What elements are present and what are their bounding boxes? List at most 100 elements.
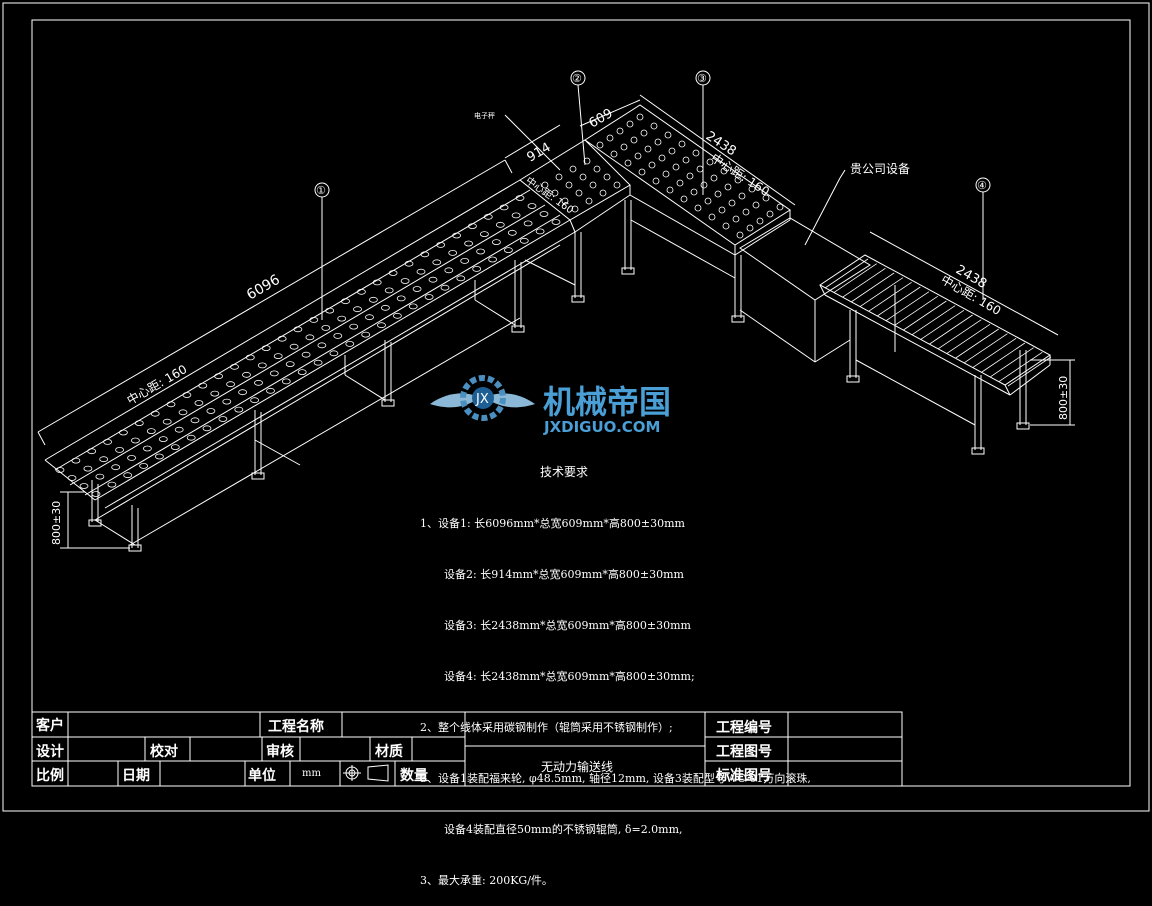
callout-2: ② xyxy=(572,72,582,85)
callout-1: ① xyxy=(316,184,326,197)
ball-mark xyxy=(650,122,658,130)
conveyor-4 xyxy=(819,177,1075,455)
roller-mark xyxy=(842,267,886,298)
tb-drawing-title: 无动力输送线 xyxy=(541,760,614,774)
wheel-mark xyxy=(234,406,244,413)
wheel-mark xyxy=(178,409,188,416)
wheel-mark xyxy=(349,323,359,330)
wheel-mark xyxy=(174,426,184,433)
wheel-mark xyxy=(277,335,287,342)
wheel-mark xyxy=(297,369,307,376)
roller-mark xyxy=(920,309,965,340)
ball-mark xyxy=(776,203,784,211)
ball-mark xyxy=(599,189,607,197)
dim-length-1: 6096 xyxy=(244,272,283,304)
ball-mark xyxy=(756,217,764,225)
ball-mark xyxy=(728,199,736,207)
wheel-mark xyxy=(123,472,133,479)
ball-mark xyxy=(658,154,666,162)
wheel-mark xyxy=(154,453,164,460)
wheel-mark xyxy=(396,295,406,302)
ball-mark xyxy=(738,192,746,200)
wheel-mark xyxy=(257,362,267,369)
ball-mark xyxy=(732,215,740,223)
ball-mark xyxy=(634,152,642,160)
title-block xyxy=(31,711,903,787)
wheel-mark xyxy=(170,444,180,451)
wheel-mark xyxy=(488,256,498,263)
callout-4: ④ xyxy=(977,179,987,192)
ball-mark xyxy=(541,181,549,189)
wing-left-icon xyxy=(430,393,480,408)
height-dim-right: 800±30 xyxy=(1057,376,1070,420)
wheel-mark xyxy=(503,247,513,254)
tb-design-label: 设计 xyxy=(36,744,64,760)
wheel-mark xyxy=(99,456,109,463)
ball-mark xyxy=(700,181,708,189)
wheel-mark xyxy=(226,381,236,388)
tb-quantity-label: 数量 xyxy=(400,768,428,784)
center-distance-1: 中心距: 160 xyxy=(124,361,189,407)
ball-mark xyxy=(676,179,684,187)
wheel-mark xyxy=(345,340,355,347)
wheel-mark xyxy=(515,195,525,201)
wheel-mark xyxy=(476,248,486,255)
wheel-mark xyxy=(448,249,458,256)
wheel-mark xyxy=(337,315,347,322)
wheel-mark xyxy=(392,312,402,319)
wheel-mark xyxy=(238,389,248,396)
roller-mark xyxy=(833,263,877,294)
wheel-mark xyxy=(230,363,239,370)
tech-line: 3、设备1装配福来轮, φ48.5mm, 轴径12mm, 设备3装配型号WC-0… xyxy=(420,772,811,785)
wheel-mark xyxy=(67,475,77,481)
wheel-mark xyxy=(325,307,335,314)
tech-line: 1、设备1: 长6096mm*总宽609mm*高800±30mm xyxy=(420,517,685,530)
tech-title: 技术要求 xyxy=(540,465,589,479)
wheel-mark xyxy=(281,378,291,385)
tech-line: 2、整个线体采用碳钢制作（辊筒采用不锈钢制作）; xyxy=(420,721,673,734)
wheel-mark xyxy=(254,379,263,386)
wheel-mark xyxy=(214,373,224,380)
height-dim-left: 800±30 xyxy=(50,501,63,545)
ball-mark xyxy=(561,197,569,205)
ball-mark xyxy=(626,120,634,128)
tech-line: 设备2: 长914mm*总宽609mm*高800±30mm xyxy=(444,568,684,581)
wheel-mark xyxy=(210,390,220,397)
wheel-mark xyxy=(119,429,128,436)
wheel-mark xyxy=(202,425,212,432)
wheel-mark xyxy=(250,397,260,404)
tech-line: 设备4: 长2438mm*总宽609mm*高800±30mm; xyxy=(444,670,695,683)
ball-mark xyxy=(724,183,732,191)
wheel-mark xyxy=(507,229,517,236)
ball-mark xyxy=(624,159,632,167)
customer-equipment-label: 贵公司设备 xyxy=(850,162,910,176)
ball-mark xyxy=(630,136,638,144)
roller-mark xyxy=(911,305,956,336)
wheel-mark xyxy=(523,220,533,227)
roller-mark xyxy=(999,351,1043,382)
wheel-mark xyxy=(91,491,101,497)
wheel-mark xyxy=(245,354,255,361)
wheel-mark xyxy=(111,464,121,471)
roller-mark xyxy=(955,328,999,359)
roller-mark xyxy=(877,286,921,317)
wheel-mark xyxy=(218,416,228,422)
watermark-cn: 机械帝国 xyxy=(543,383,671,421)
wheel-mark xyxy=(372,279,382,286)
wheel-mark xyxy=(420,251,430,258)
wheel-mark xyxy=(87,448,97,455)
wheel-mark xyxy=(293,326,303,333)
wheel-mark xyxy=(440,284,450,291)
roller-mark xyxy=(824,258,869,289)
roller-mark xyxy=(938,319,982,350)
ball-mark xyxy=(666,186,674,194)
ball-mark xyxy=(593,165,601,173)
ball-mark xyxy=(644,145,652,153)
tb-unit-value: mm xyxy=(302,768,321,779)
wheel-mark xyxy=(71,457,81,464)
wing-right-icon xyxy=(485,393,535,408)
ball-mark xyxy=(654,138,662,146)
ball-mark xyxy=(746,224,754,232)
wheel-mark xyxy=(305,334,315,341)
tech-line: 设备3: 长2438mm*总宽609mm*高800±30mm xyxy=(444,619,691,632)
